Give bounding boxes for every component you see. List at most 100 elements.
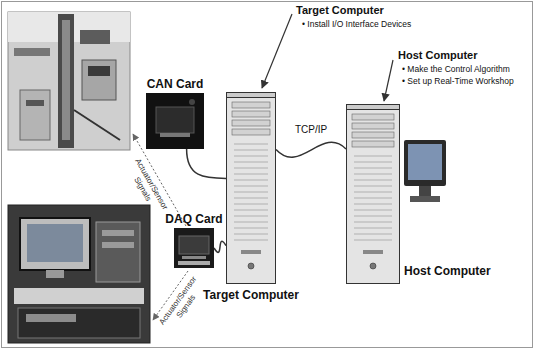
node-label: CAN Card [147,77,204,91]
illustration-part [404,140,446,186]
node-label: DAQ Card [165,212,222,226]
target-computer-picture [248,263,254,269]
illustration-part [14,288,144,304]
illustration-part [46,270,64,278]
illustration-part [20,218,90,270]
illustration-part [74,110,120,140]
illustration-part [58,14,74,148]
can-card-picture [146,93,204,149]
host-computer-picture [354,192,392,193]
target-computer-picture [234,156,268,157]
daq-card-picture [178,261,210,265]
target-computer-picture [232,102,270,108]
illustration-part [26,314,76,322]
machine-photo [8,12,130,150]
illustration-part [20,90,50,140]
host-computer-picture [354,156,392,157]
daq-card-picture [174,228,214,268]
target-computer-picture [234,186,268,187]
target-computer-picture [234,192,268,193]
illustration-part [102,242,134,248]
illustration-part [27,224,83,262]
target-computer-picture [241,250,261,254]
illustration-part [102,230,134,236]
illustration-part [8,12,130,150]
host-monitor [404,140,446,202]
illustration-part [62,20,70,140]
target-computer-picture [234,216,268,217]
target-computer-picture [234,198,268,199]
host-computer-picture [354,210,392,211]
cable-connector [214,241,226,252]
host-computer-picture [352,132,394,138]
target-computer-picture [227,93,276,98]
illustration-part [26,100,44,106]
illustration-part [80,30,110,44]
cable-connector [187,149,226,178]
can-card-picture [146,93,204,149]
target-computer: Target Computer [226,92,276,284]
target-computer-picture [234,174,268,175]
target-computer-picture [234,234,268,235]
node-label: Host Computer [404,264,491,278]
host-computer-picture [354,180,392,181]
target-computer-picture [234,180,268,181]
illustration-part [18,308,140,338]
host-computer-picture [363,250,383,254]
target-computer-picture [234,162,268,163]
can-card-picture [189,99,195,105]
host-computer-picture [354,240,392,241]
signal-label: Actuator/Sensor Signals [154,270,211,338]
can-card-picture [156,107,194,133]
daq-card-picture [179,236,209,254]
target-computer-picture [234,222,268,223]
cable-connector [276,142,346,157]
node-label: Target Computer [203,288,299,302]
daq-card-picture [182,256,206,259]
target-computer-picture [227,93,276,284]
callout-title: Host Computer [398,49,477,62]
illustration-part [262,14,292,88]
illustration-part [88,66,110,76]
illustration-part [384,60,393,101]
illustration-part [96,222,140,282]
host-computer-picture [354,162,392,163]
target-computer-picture [232,111,270,117]
test-bench-photo [8,205,150,343]
host-computer-picture [354,186,392,187]
illustration-part [419,186,431,196]
host-computer-picture [370,263,376,269]
target-computer-picture [234,210,268,211]
host-computer-picture [354,216,392,217]
host-computer-picture [354,228,392,229]
target-computer-picture [226,92,276,284]
host-computer-picture [354,234,392,235]
target-computer-picture [232,129,270,135]
edge-label: TCP/IP [293,124,329,136]
target-computer-picture [234,228,268,229]
host-computer-picture [352,141,394,147]
daq-card-picture [174,228,214,268]
illustration-part [8,205,150,343]
target-computer-picture [234,150,268,151]
callout-note: • Make the Control Algorithm [402,64,510,74]
illustration-part [408,144,442,180]
host-computer-picture [352,123,394,129]
daq-card: DAQ Card [174,228,214,268]
can-card: CAN Card [146,93,204,149]
host-computer-picture [354,198,392,199]
callout-note: • Install I/O Interface Devices [302,19,411,29]
callout-title: Target Computer [296,4,384,17]
target-computer-picture [234,204,268,205]
host-computer-picture [346,104,400,284]
illustration-part [410,196,440,202]
host-computer-picture [354,168,392,169]
host-computer-picture [347,105,400,284]
illustration-part [82,60,116,100]
can-card-picture [160,133,190,137]
callout-note: • Set up Real-Time Workshop [402,76,514,86]
host-computer-picture [347,105,400,110]
host-computer-picture [352,114,394,120]
